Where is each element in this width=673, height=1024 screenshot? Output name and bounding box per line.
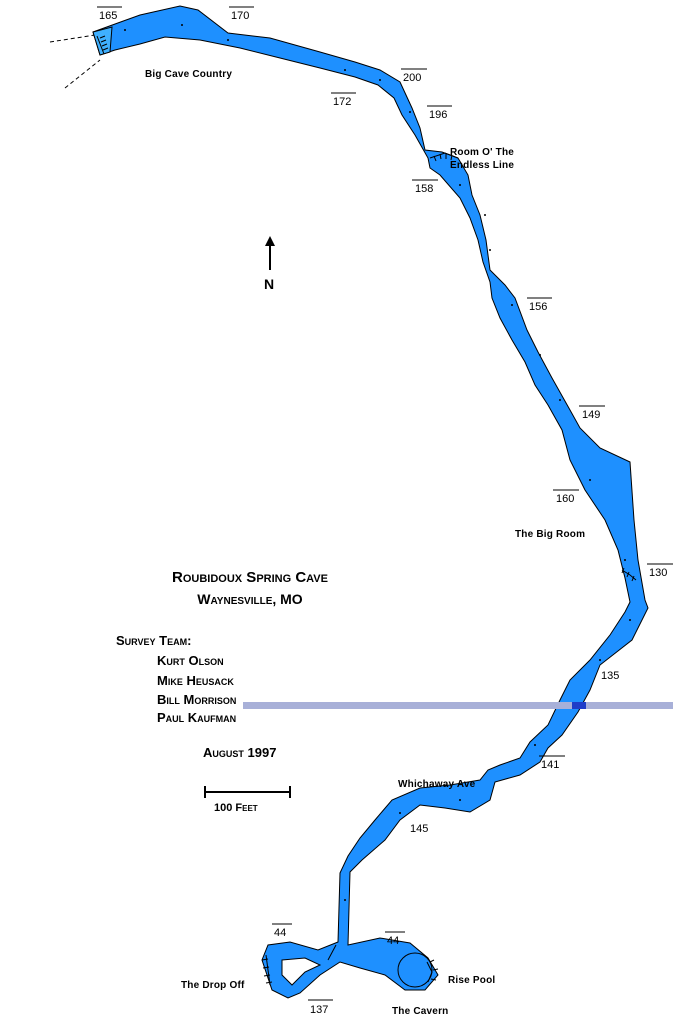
depth-label: 170 bbox=[229, 6, 254, 22]
svg-text:156: 156 bbox=[529, 301, 547, 313]
svg-text:200: 200 bbox=[403, 72, 421, 84]
depth-label: 156 bbox=[527, 297, 552, 313]
place-endless-line: Endless Line bbox=[450, 160, 514, 171]
svg-text:145: 145 bbox=[410, 823, 428, 835]
depth-label: 149 bbox=[579, 405, 605, 421]
map-location: Waynesville, MO bbox=[197, 591, 303, 607]
north-label: N bbox=[264, 276, 275, 292]
entrance-dashed-line bbox=[64, 59, 101, 89]
cave-pillar bbox=[281, 957, 322, 986]
depth-label: 141 bbox=[539, 755, 565, 771]
svg-text:149: 149 bbox=[582, 409, 600, 421]
rise-pool bbox=[397, 952, 433, 988]
svg-text:158: 158 bbox=[415, 183, 433, 195]
survey-stations bbox=[124, 24, 631, 901]
place-whichaway-ave: Whichaway Ave bbox=[398, 779, 476, 790]
place-cavern: The Cavern bbox=[392, 1006, 448, 1017]
svg-text:44: 44 bbox=[274, 927, 286, 939]
place-big-room: The Big Room bbox=[515, 529, 585, 540]
depth-label: 44 bbox=[385, 931, 405, 947]
highlight-mark bbox=[572, 702, 586, 709]
place-labels: Big Cave Country Room O' The Endless Lin… bbox=[145, 69, 585, 1017]
survey-team-heading: Survey Team: bbox=[116, 633, 192, 648]
svg-text:170: 170 bbox=[231, 10, 249, 22]
survey-team-member: Bill Morrison bbox=[157, 692, 237, 707]
place-room-o-the: Room O' The bbox=[450, 147, 514, 158]
survey-date: August 1997 bbox=[203, 745, 277, 760]
depth-label: 137 bbox=[308, 999, 333, 1016]
svg-text:130: 130 bbox=[649, 567, 667, 579]
ledge-marks bbox=[96, 35, 637, 986]
svg-text:196: 196 bbox=[429, 109, 447, 121]
scale-label: 100 Feet bbox=[214, 802, 258, 814]
svg-text:137: 137 bbox=[310, 1004, 328, 1016]
svg-text:44: 44 bbox=[387, 935, 399, 947]
depth-label: 44 bbox=[272, 923, 292, 939]
depth-label: 145 bbox=[410, 823, 428, 835]
survey-team-member: Paul Kaufman bbox=[157, 710, 237, 725]
survey-team-member: Kurt Olson bbox=[157, 653, 224, 668]
north-arrow-icon bbox=[265, 236, 275, 270]
depth-label: 160 bbox=[553, 489, 579, 505]
cave-passage bbox=[92, 5, 649, 999]
svg-text:165: 165 bbox=[99, 10, 117, 22]
depth-label: 158 bbox=[412, 179, 438, 195]
svg-text:160: 160 bbox=[556, 493, 574, 505]
depth-label: 196 bbox=[427, 105, 452, 121]
svg-text:135: 135 bbox=[601, 670, 619, 682]
scale-bar bbox=[204, 786, 291, 798]
svg-text:141: 141 bbox=[541, 759, 559, 771]
entrance-dashed-line bbox=[49, 34, 96, 43]
depth-label: 130 bbox=[647, 563, 673, 579]
map-title: Roubidoux Spring Cave bbox=[172, 569, 328, 586]
depth-label: 135 bbox=[601, 670, 619, 682]
svg-text:172: 172 bbox=[333, 96, 351, 108]
highlight-band bbox=[243, 702, 673, 709]
depth-label: 165 bbox=[97, 6, 122, 22]
depth-labels: 165 170 200 172 196 158 156 149 160 130 … bbox=[97, 6, 673, 1016]
place-big-cave-country: Big Cave Country bbox=[145, 69, 232, 80]
depth-label: 200 bbox=[401, 68, 427, 84]
place-drop-off: The Drop Off bbox=[181, 980, 245, 991]
depth-label: 172 bbox=[331, 92, 356, 108]
place-rise-pool: Rise Pool bbox=[448, 975, 495, 986]
survey-team-member: Mike Heusack bbox=[157, 673, 234, 688]
